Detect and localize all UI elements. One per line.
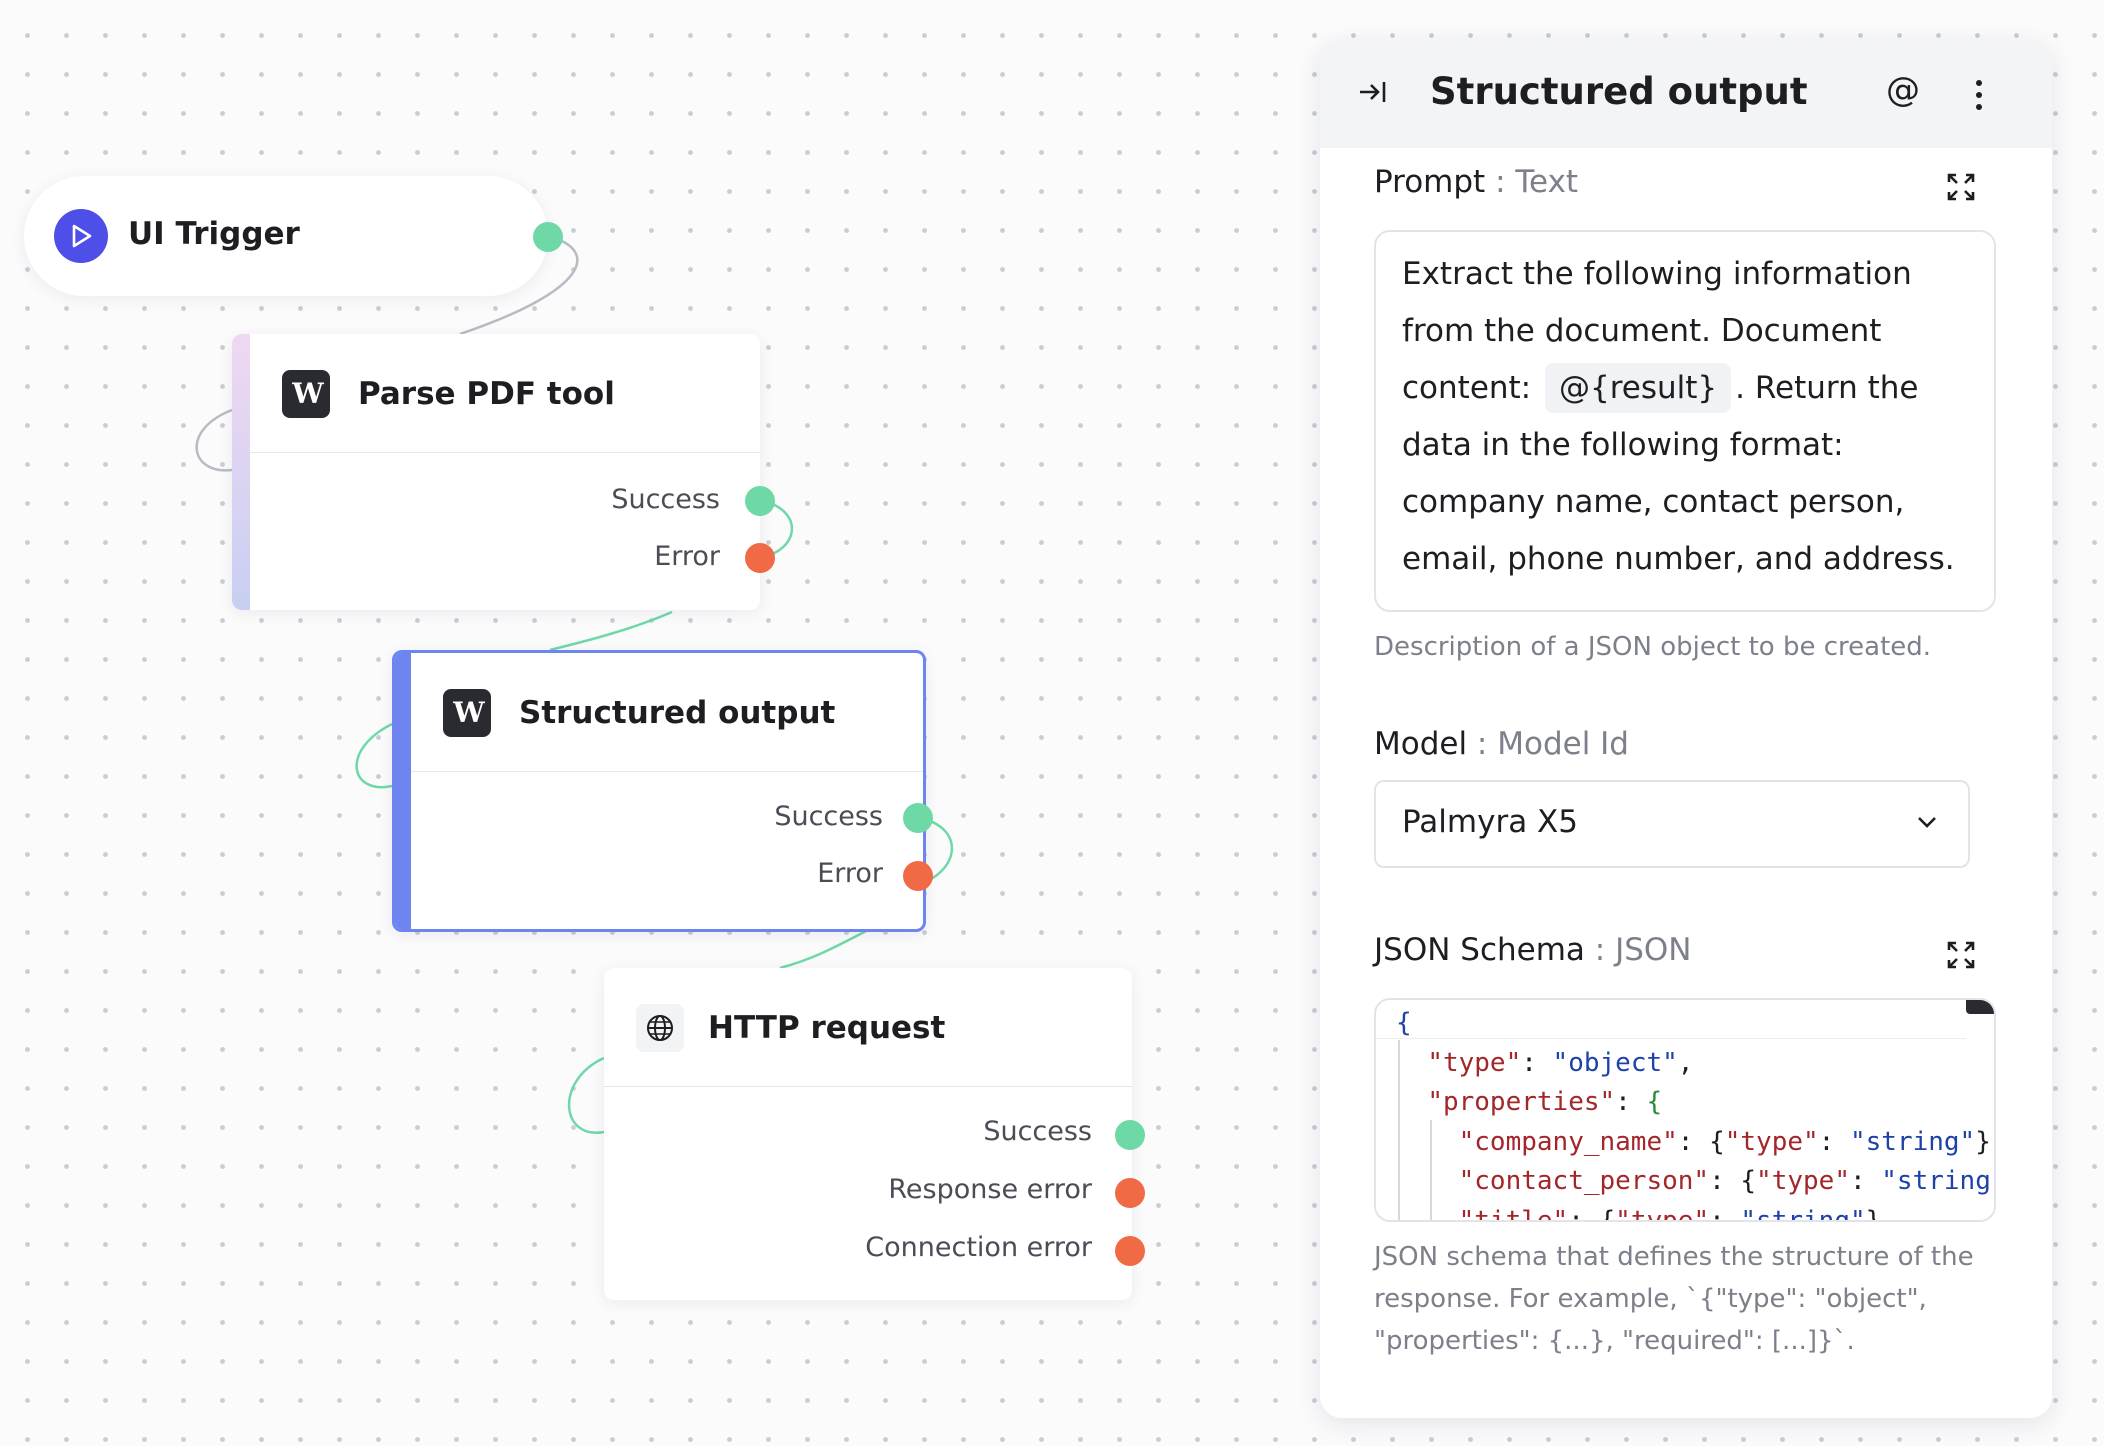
active-line-highlight: [1376, 1000, 1966, 1039]
ui-trigger-node[interactable]: UI Trigger: [24, 176, 548, 296]
node-title: UI Trigger: [128, 216, 300, 252]
node-accent-stripe: [232, 334, 250, 610]
port-label-response-error: Response error: [888, 1174, 1092, 1205]
structured-success-port[interactable]: [903, 803, 933, 833]
field-separator: :: [1467, 726, 1498, 762]
more-options-icon[interactable]: [1976, 80, 1982, 116]
node-header: HTTP request: [604, 968, 1132, 1087]
parse-error-port[interactable]: [745, 543, 775, 573]
prompt-textarea[interactable]: Extract the following information from t…: [1374, 230, 1996, 612]
code-line: {: [1396, 1008, 1412, 1038]
field-separator: :: [1584, 932, 1616, 968]
edge-http-loop: [567, 1056, 605, 1134]
port-label-error: Error: [817, 858, 883, 889]
globe-icon: [636, 1004, 684, 1052]
field-name: Prompt: [1374, 164, 1486, 200]
field-type: Text: [1515, 164, 1579, 200]
mention-button[interactable]: @: [1886, 70, 1920, 110]
prompt-hint: Description of a JSON object to be creat…: [1374, 632, 1932, 662]
code-line: "company_name": {"type": "string"}: [1458, 1126, 1991, 1157]
http-success-port[interactable]: [1115, 1120, 1145, 1150]
node-header: W Structured output: [411, 653, 923, 772]
node-header: W Parse PDF tool: [250, 334, 760, 453]
trigger-output-port[interactable]: [533, 222, 563, 252]
node-title: HTTP request: [708, 1010, 946, 1046]
edge-structured-to-http: [779, 928, 869, 970]
edge-parse-to-structured: [549, 610, 673, 652]
parse-success-port[interactable]: [745, 486, 775, 516]
edge-trigger-to-parse: [459, 234, 579, 336]
node-selected-stripe: [395, 653, 411, 929]
indent-guide: [1430, 1120, 1432, 1220]
node-title: Structured output: [519, 695, 836, 731]
structured-error-port[interactable]: [903, 861, 933, 891]
http-connection-error-port[interactable]: [1115, 1236, 1145, 1266]
code-line: "properties": {: [1427, 1087, 1663, 1117]
node-settings-panel: Structured output @ Prompt : Text Extrac…: [1320, 40, 2052, 1418]
http-response-error-port[interactable]: [1115, 1178, 1145, 1208]
field-type: JSON: [1615, 932, 1692, 968]
port-label-success: Success: [774, 801, 883, 832]
port-label-success: Success: [611, 484, 720, 515]
field-name: Model: [1374, 726, 1468, 762]
port-label-connection-error: Connection error: [865, 1232, 1092, 1263]
edge-parse-loop: [195, 408, 233, 472]
writer-logo-icon: W: [443, 689, 491, 737]
panel-title: Structured output: [1430, 70, 1808, 113]
play-icon: [54, 209, 108, 263]
prompt-field-label: Prompt : Text: [1374, 164, 1578, 200]
indent-guide: [1398, 1040, 1400, 1220]
expand-schema-icon[interactable]: [1946, 940, 1976, 974]
field-type: Model Id: [1497, 726, 1629, 762]
code-line: "type": "object",: [1427, 1047, 1694, 1078]
prompt-mention-chip[interactable]: @{result}: [1545, 363, 1732, 413]
field-name: JSON Schema: [1374, 932, 1585, 968]
editor-scrollbar[interactable]: [1966, 1000, 1994, 1014]
parse-pdf-node[interactable]: W Parse PDF tool Success Error: [232, 334, 760, 610]
expand-prompt-icon[interactable]: [1946, 172, 1976, 206]
schema-field-label: JSON Schema : JSON: [1374, 932, 1691, 968]
collapse-panel-icon[interactable]: [1358, 78, 1388, 110]
field-separator: :: [1485, 164, 1516, 200]
port-label-success: Success: [983, 1116, 1092, 1147]
json-schema-editor[interactable]: { "type": "object", "properties": { "com…: [1374, 998, 1996, 1222]
prompt-text: Extract the following information from t…: [1402, 256, 1912, 406]
edge-structured-loop: [355, 722, 393, 789]
http-request-node[interactable]: HTTP request Success Response error Conn…: [604, 968, 1132, 1300]
model-field-label: Model : Model Id: [1374, 726, 1629, 762]
schema-hint: JSON schema that defines the structure o…: [1374, 1242, 1974, 1356]
model-select[interactable]: Palmyra X5: [1374, 780, 1970, 868]
panel-header: Structured output @: [1320, 40, 2052, 148]
writer-logo-icon: W: [282, 370, 330, 418]
prompt-text: . Return the data in the following forma…: [1402, 370, 1955, 577]
structured-output-node[interactable]: W Structured output Success Error: [392, 650, 926, 932]
port-label-error: Error: [654, 541, 720, 572]
code-line: "contact_person": {"type": "string": [1458, 1166, 1996, 1196]
chevron-down-icon: [1916, 814, 1938, 833]
code-line: "title": {"type": "string"},: [1458, 1205, 1897, 1222]
node-title: Parse PDF tool: [358, 376, 615, 412]
json-code: { "type": "object", "properties": { "com…: [1396, 1004, 1996, 1222]
model-select-value: Palmyra X5: [1402, 804, 1579, 840]
